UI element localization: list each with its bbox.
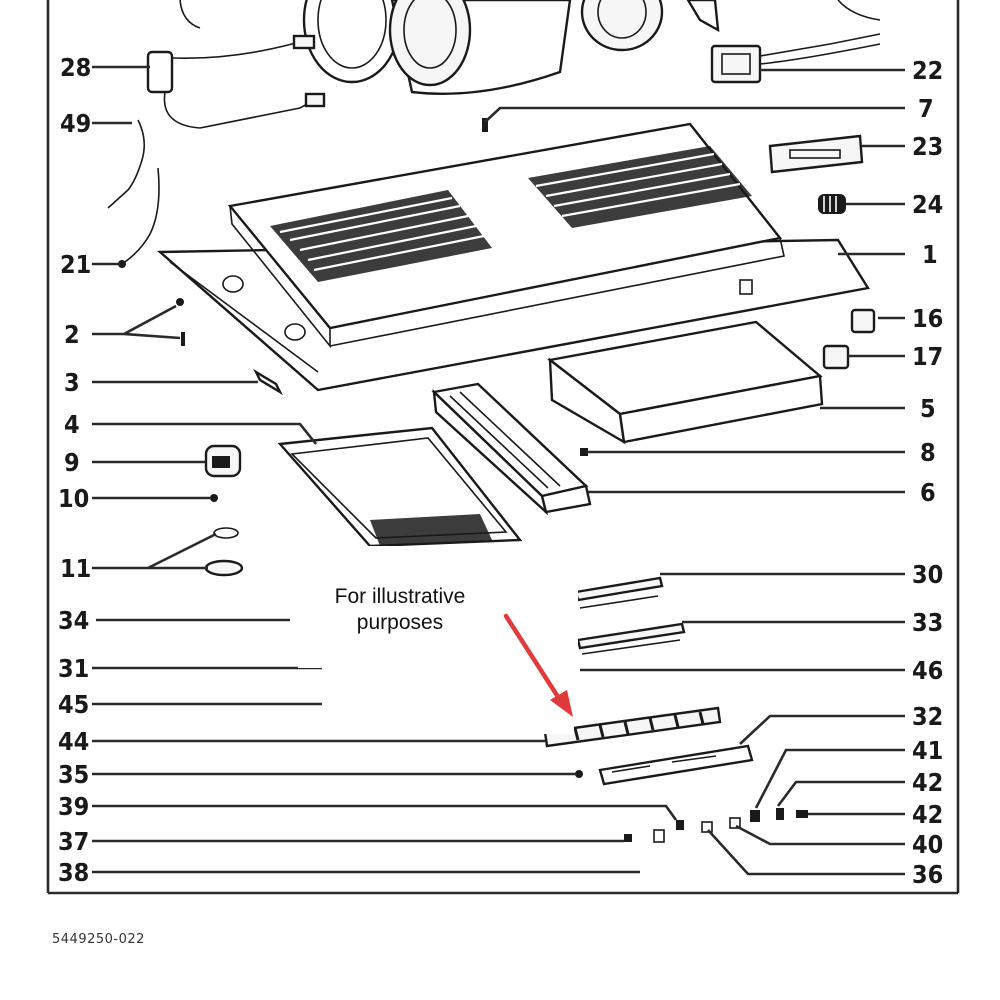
callout-number: 2 — [64, 320, 80, 349]
callout-number: 5 — [920, 394, 936, 423]
callout-number: 23 — [912, 132, 943, 161]
rail-part — [574, 576, 686, 655]
callout-number: 40 — [912, 830, 943, 859]
callout-number: 10 — [58, 484, 89, 513]
callout-number: 28 — [60, 53, 91, 82]
callout-number: 24 — [912, 190, 943, 219]
callout-number: 3 — [64, 368, 80, 397]
callout-number: 1 — [922, 240, 938, 269]
small-screw-part — [580, 448, 588, 456]
drawing-reference-number: 5449250-022 — [52, 932, 145, 947]
blower-motor-assembly — [302, 0, 881, 95]
callout-number: 41 — [912, 736, 943, 765]
lens-part — [768, 134, 864, 174]
callout-number: 49 — [60, 109, 91, 138]
callout-number: 4 — [64, 410, 80, 439]
leader-lines-right — [484, 68, 905, 876]
housing-vent-grille-left — [270, 190, 492, 282]
callout-labels-right: 22 7 23 24 1 16 17 5 8 6 30 33 46 32 41 … — [912, 56, 943, 889]
diagram-frame — [46, 0, 960, 895]
main-housing-part — [156, 122, 870, 392]
callout-number: 7 — [918, 94, 934, 123]
callout-number: 33 — [912, 608, 943, 637]
callout-number: 6 — [920, 478, 936, 507]
switch-board-part — [543, 706, 722, 748]
callout-number: 44 — [58, 727, 89, 756]
callout-number: 46 — [912, 656, 943, 685]
capacitor-part — [146, 0, 326, 129]
nut-part — [210, 494, 218, 502]
illustrative-purposes-note: For illustrative purposes — [334, 585, 466, 634]
housing-vent-grille-right — [528, 146, 752, 228]
callout-number: 16 — [912, 304, 943, 333]
callout-number: 37 — [58, 827, 89, 856]
annotation-overlay — [298, 546, 578, 734]
callout-number: 17 — [912, 342, 943, 371]
callout-number: 9 — [64, 448, 80, 477]
screws-part — [176, 298, 185, 346]
callout-number: 11 — [60, 554, 91, 583]
callout-number: 21 — [60, 250, 91, 279]
annotation-arrow — [503, 613, 573, 717]
callout-number: 22 — [912, 56, 943, 85]
wire-harness-part — [107, 119, 160, 268]
switch-part — [822, 308, 876, 370]
callout-number: 42 — [912, 800, 943, 829]
callout-number: 38 — [58, 858, 89, 887]
callout-number: 39 — [58, 792, 89, 821]
control-panel-part — [598, 744, 754, 786]
charcoal-filter-part — [547, 320, 824, 445]
screw-part — [482, 118, 488, 132]
callout-number: 31 — [58, 654, 89, 683]
connector-part — [710, 33, 881, 84]
clip-part — [818, 194, 846, 214]
grease-filter-part — [277, 426, 523, 548]
callout-number: 35 — [58, 760, 89, 789]
hardware-bits — [575, 770, 808, 843]
callout-number: 8 — [920, 438, 936, 467]
leader-lines-left — [92, 65, 678, 874]
callout-number: 45 — [58, 690, 89, 719]
bracket-part — [253, 368, 283, 396]
callout-number: 34 — [58, 606, 89, 635]
callout-number: 30 — [912, 560, 943, 589]
socket-part — [204, 444, 242, 478]
callout-number: 32 — [912, 702, 943, 731]
callout-number: 36 — [912, 860, 943, 889]
callout-number: 42 — [912, 768, 943, 797]
light-channel-part — [431, 382, 592, 516]
callout-labels-left: 28 49 21 2 3 4 9 10 11 34 31 45 44 35 39… — [58, 53, 91, 887]
